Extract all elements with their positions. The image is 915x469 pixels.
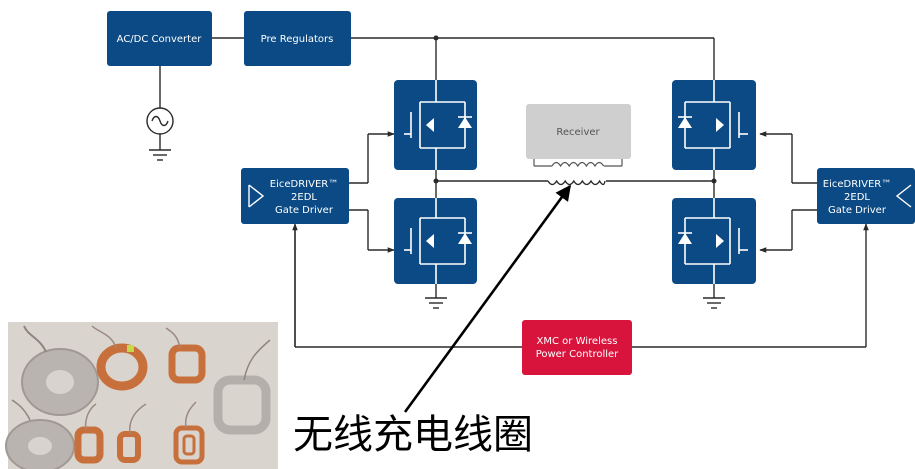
- mosfet-bottom-right: [672, 198, 756, 284]
- ac-source-icon: [146, 107, 174, 135]
- ground-icon-left: [425, 297, 447, 309]
- gate-driver-right-line2: 2EDL: [844, 192, 870, 203]
- mosfet-bottom-left: [394, 198, 477, 284]
- coil-photo: [5, 322, 278, 469]
- mosfet-icon: [404, 198, 472, 284]
- pre-regulators-block: Pre Regulators: [244, 11, 351, 66]
- receiver-label: Receiver: [556, 127, 600, 138]
- acdc-converter-label: AC/DC Converter: [117, 34, 203, 45]
- mosfet-icon: [404, 80, 472, 170]
- mosfet-top-right: [672, 80, 756, 170]
- gate-driver-left-line1: EiceDRIVER™: [270, 179, 338, 190]
- ground-icon-source: [149, 149, 171, 161]
- power-controller-line2: Power Controller: [536, 349, 619, 360]
- coil-caption: 无线充电线圈: [293, 412, 533, 458]
- annotation-arrow: [403, 184, 572, 413]
- mosfet-icon: [678, 198, 748, 284]
- mosfet-icon: [678, 80, 748, 170]
- mosfet-top-left: [394, 80, 477, 170]
- gate-driver-right-line3: Gate Driver: [828, 205, 887, 216]
- power-controller-block: XMC or Wireless Power Controller: [522, 320, 632, 375]
- transformer-coil-icon: [533, 159, 623, 186]
- gate-driver-left-line2: 2EDL: [291, 192, 317, 203]
- gate-driver-right: EiceDRIVER™ 2EDL Gate Driver: [817, 168, 915, 224]
- acdc-converter-block: AC/DC Converter: [107, 11, 212, 66]
- gate-driver-left: EiceDRIVER™ 2EDL Gate Driver: [241, 168, 349, 224]
- pre-regulators-label: Pre Regulators: [261, 34, 334, 45]
- power-controller-line1: XMC or Wireless: [537, 336, 618, 347]
- gate-driver-left-line3: Gate Driver: [275, 205, 334, 216]
- receiver-block: Receiver: [526, 104, 631, 159]
- gate-driver-right-line1: EiceDRIVER™: [823, 179, 891, 190]
- ground-icon-right: [703, 297, 725, 309]
- wiring: [159, 35, 869, 348]
